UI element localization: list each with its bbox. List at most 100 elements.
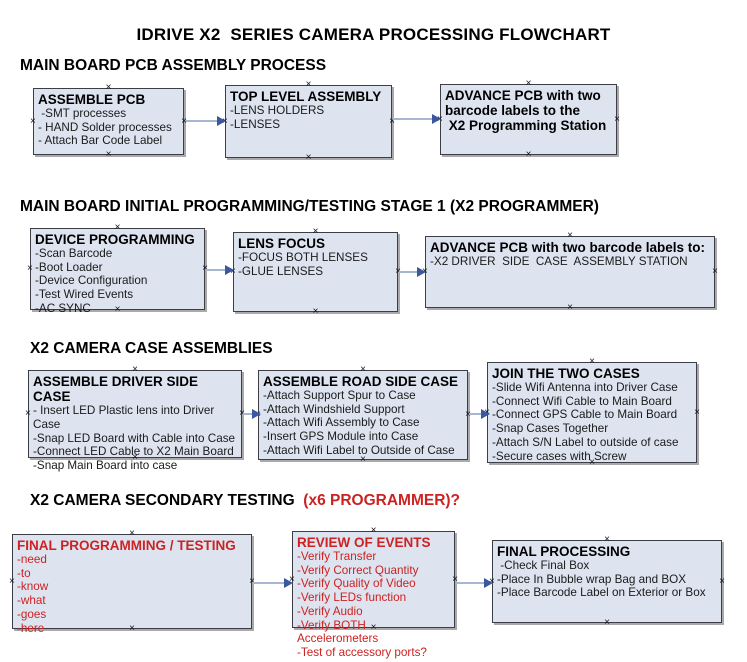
process-step: -Attach Windshield Support	[263, 402, 405, 416]
process-box: ××××FINAL PROGRAMMING / TESTING-need-to-…	[9, 529, 255, 635]
process-box: ××××ADVANCE PCB with two barcode labels …	[422, 231, 718, 313]
process-step: -here	[17, 621, 45, 635]
process-step: -Connect LED Cable to X2 Main Board	[33, 445, 234, 459]
process-box-title: DEVICE PROGRAMMING	[35, 232, 195, 247]
process-step: -AC SYNC	[35, 301, 91, 315]
connection-point-icon: ×	[694, 406, 700, 418]
process-step: -FOCUS BOTH LENSES	[238, 251, 368, 265]
connection-point-icon: ×	[712, 266, 718, 277]
process-step-list: -FOCUS BOTH LENSES-GLUE LENSES	[238, 251, 392, 278]
process-step-list: -Attach Support Spur to Case-Attach Wind…	[263, 389, 462, 457]
process-box: ××××ASSEMBLE ROAD SIDE CASE-Attach Suppo…	[255, 365, 471, 465]
flow-arrow-icon	[243, 409, 261, 419]
arrowhead-icon	[484, 578, 493, 588]
flow-arrow-icon	[393, 114, 441, 124]
process-box: ××××ADVANCE PCB with two barcode labels …	[437, 79, 620, 160]
arrowhead-icon	[225, 265, 234, 275]
process-step: -LENS HOLDERS	[230, 104, 325, 118]
process-step: -GLUE LENSES	[238, 264, 324, 278]
process-box-title: ASSEMBLE PCB	[38, 92, 146, 107]
process-step-list: -SMT processes- HAND Solder processes- A…	[38, 107, 178, 148]
page-title: IDRIVE X2 SERIES CAMERA PROCESSING FLOWC…	[136, 25, 611, 45]
process-box: ××××DEVICE PROGRAMMING-Scan Barcode-Boot…	[27, 223, 208, 315]
process-step-list: -Check Final Box-Place In Bubble wrap Ba…	[497, 559, 716, 600]
process-box: ××××ASSEMBLE PCB -SMT processes- HAND So…	[30, 83, 187, 160]
process-step-list: -Slide Wifi Antenna into Driver Case -Con…	[492, 381, 691, 463]
connection-point-icon: ×	[567, 302, 573, 313]
process-step: -Connect GPS Cable to Main Board	[492, 408, 678, 422]
section-heading-text: X2 CAMERA SECONDARY TESTING	[30, 492, 304, 509]
process-box-title: ASSEMBLE ROAD SIDE CASE	[263, 374, 459, 389]
process-step: -Scan Barcode	[35, 247, 113, 261]
process-box: ××××REVIEW OF EVENTS-Verify Transfer-Ver…	[289, 526, 458, 659]
process-box-title: REVIEW OF EVENTS	[297, 535, 431, 550]
arrowhead-icon	[481, 409, 490, 419]
section-heading-text: MAIN BOARD PCB ASSEMBLY PROCESS	[20, 57, 327, 74]
process-step-list: -Verify Transfer-Verify Correct Quantity…	[297, 550, 449, 660]
connection-point-icon: ×	[105, 149, 112, 160]
connection-point-icon: ×	[30, 115, 36, 127]
arrowhead-icon	[252, 409, 261, 419]
section-heading: MAIN BOARD INITIAL PROGRAMMING/TESTING S…	[20, 198, 599, 216]
process-step: -Verify Audio	[297, 604, 363, 618]
flow-arrow-icon	[253, 578, 293, 588]
process-step: -what	[17, 594, 46, 608]
connection-point-icon: ×	[312, 306, 319, 317]
connection-point-icon: ×	[719, 575, 725, 587]
process-box-title: ADVANCE PCB with two barcode labels to t…	[445, 88, 607, 134]
process-step: -Verify LEDs function	[297, 591, 407, 605]
flow-arrow-icon	[186, 116, 226, 126]
process-step: -LENSES	[230, 117, 281, 131]
section-heading: MAIN BOARD PCB ASSEMBLY PROCESS	[20, 57, 326, 75]
process-step: -Slide Wifi Antenna into Driver Case	[492, 381, 678, 395]
connection-point-icon: ×	[27, 263, 33, 274]
connection-point-icon: ×	[604, 617, 610, 628]
process-step: -Snap LED Board with Cable into Case	[33, 431, 236, 445]
process-step: -Boot Loader	[35, 260, 103, 274]
process-box-title: FINAL PROCESSING	[497, 544, 631, 559]
process-box: ××××ASSEMBLE DRIVER SIDE CASE- Insert LE…	[25, 365, 245, 472]
process-step-list: -LENS HOLDERS-LENSES	[230, 104, 386, 131]
process-step-list: - Insert LED Plastic lens into Driver Ca…	[33, 404, 236, 472]
process-box: ××××FINAL PROCESSING -Check Final Box-Pl…	[489, 535, 725, 628]
process-step: -Place Barcode Label on Exterior or Box	[497, 586, 706, 600]
connection-point-icon: ×	[525, 149, 532, 160]
process-step: -Snap Main Board into case	[33, 458, 178, 472]
flow-arrow-icon	[206, 265, 234, 275]
process-step: - Attach Bar Code Label	[38, 134, 163, 148]
process-step: - Insert LED Plastic lens into Driver Ca…	[33, 404, 218, 431]
process-step: -to	[17, 566, 31, 580]
process-step: -Attach Support Spur to Case	[263, 389, 416, 403]
arrowhead-icon	[284, 578, 293, 588]
process-step-list: -need-to-know-what-goes-here	[17, 553, 246, 635]
process-step-list: -X2 DRIVER SIDE CASE ASSEMBLY STATION	[430, 255, 709, 269]
process-step: -Attach Wifi Assembly to Case	[263, 416, 420, 430]
connection-point-icon: ×	[305, 152, 312, 163]
process-step: -Secure cases with Screw	[492, 449, 627, 463]
process-step: -Verify Correct Quantity	[297, 563, 419, 577]
process-box-title: JOIN THE TWO CASES	[492, 366, 640, 381]
section-heading-text: MAIN BOARD INITIAL PROGRAMMING/TESTING S…	[20, 198, 599, 215]
process-step-list: -Scan Barcode-Boot Loader-Device Configu…	[35, 247, 199, 315]
process-box-title: ASSEMBLE DRIVER SIDE CASE	[33, 374, 202, 405]
process-box-title: FINAL PROGRAMMING / TESTING	[17, 538, 236, 553]
flow-arrow-icon	[469, 409, 490, 419]
process-box: ××××LENS FOCUS-FOCUS BOTH LENSES-GLUE LE…	[230, 227, 401, 317]
process-box-title: ADVANCE PCB with two barcode labels to:	[430, 240, 706, 255]
process-step: -Test Wired Events	[35, 288, 134, 302]
section-heading-text: X2 CAMERA CASE ASSEMBLIES	[30, 340, 273, 357]
process-step: -SMT processes	[38, 107, 127, 121]
process-step: -Verify Quality of Video	[297, 577, 416, 591]
section-heading: X2 CAMERA SECONDARY TESTING (x6 PROGRAMM…	[30, 492, 460, 510]
process-step: - HAND Solder processes	[38, 120, 172, 134]
process-step: -need	[17, 553, 47, 567]
connection-point-icon: ×	[614, 113, 620, 125]
process-box: ××××TOP LEVEL ASSEMBLY-LENS HOLDERS-LENS…	[222, 80, 395, 163]
process-step: -know	[17, 580, 49, 594]
connection-point-icon: ×	[9, 575, 15, 587]
process-step: -Snap Cases Together	[492, 422, 609, 436]
process-step: -Verify BOTH Accelerometers	[297, 618, 379, 646]
process-step: -Verify Transfer	[297, 550, 377, 564]
flow-arrow-icon	[456, 578, 493, 588]
